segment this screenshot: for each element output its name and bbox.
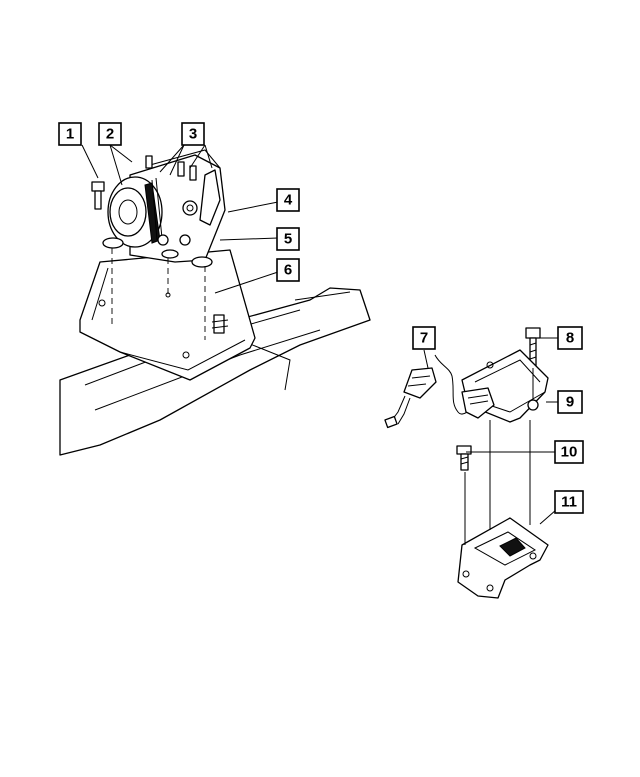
wiring-harness [384,354,479,429]
svg-text:4: 4 [284,192,293,209]
svg-text:5: 5 [284,231,292,248]
svg-text:6: 6 [284,262,292,279]
sensor-bracket [457,517,549,599]
callout-3: 3 [181,122,205,146]
callout-9: 9 [557,390,583,414]
svg-text:2: 2 [106,126,114,143]
svg-text:1: 1 [66,126,74,143]
bracket-bolt [211,314,229,334]
pump-bolt [91,181,105,210]
svg-text:10: 10 [561,444,578,461]
right-alignment-lines [464,368,534,545]
svg-text:3: 3 [189,126,197,143]
left-alignment-lines [111,248,206,340]
svg-text:8: 8 [566,330,574,347]
callout-8: 8 [557,326,583,350]
g-sensor [461,349,549,423]
leader-lines [81,144,558,525]
svg-text:11: 11 [561,494,577,511]
callout-5: 5 [276,227,300,251]
callout-2: 2 [98,122,122,146]
callout-6: 6 [276,258,300,282]
svg-text:7: 7 [420,330,428,347]
bracket-screw [456,445,472,471]
callout-4: 4 [276,188,300,212]
frame-rail [59,287,371,456]
callout-10: 10 [554,440,584,464]
callout-11: 11 [554,490,584,514]
callout-1: 1 [58,122,82,146]
mounting-bracket [79,249,256,381]
isolator-grommets [102,237,213,268]
abs-pump-module [107,149,226,263]
svg-text:9: 9 [566,394,574,411]
callout-7: 7 [412,326,436,350]
